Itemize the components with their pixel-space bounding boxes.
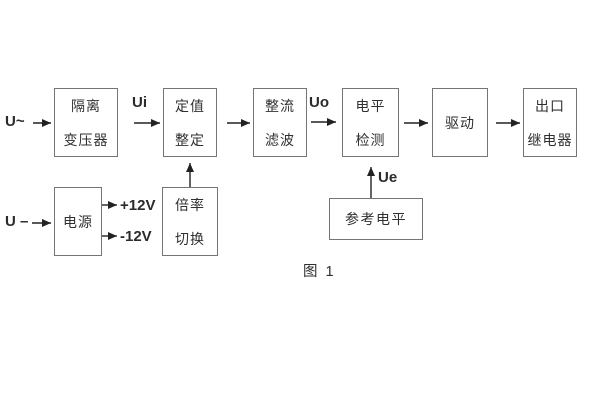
block-label: 定值	[175, 97, 205, 114]
block-label: 倍率	[175, 196, 205, 213]
block-label: 整定	[175, 131, 205, 148]
block-label: 整流	[265, 97, 295, 114]
block-label: 驱动	[445, 114, 475, 131]
label-signal-ui: Ui	[132, 94, 147, 111]
block-label: 参考电平	[345, 211, 407, 227]
label-signal-uo: Uo	[309, 94, 329, 111]
block-level-detection: 电平 检测	[342, 88, 399, 157]
block-label: 电平	[355, 97, 386, 114]
block-power-supply: 电源	[54, 187, 102, 256]
block-ratio-switch: 倍率 切换	[162, 187, 218, 256]
block-label: 切换	[175, 230, 205, 247]
figure-caption: 图 1	[303, 264, 336, 280]
block-label: 变压器	[63, 131, 109, 148]
block-rectifier-filter: 整流 滤波	[253, 88, 307, 157]
block-label: 滤波	[265, 131, 295, 148]
label-input-ac: U~	[5, 113, 25, 130]
block-driver: 驱动	[432, 88, 488, 157]
block-label: 隔离	[71, 97, 101, 114]
label-input-dc: U –	[5, 213, 29, 230]
block-label: 电源	[63, 213, 93, 230]
block-reference-level: 参考电平	[329, 198, 423, 240]
block-value-setting: 定值 整定	[163, 88, 217, 157]
block-output-relay: 出口 继电器	[523, 88, 577, 157]
block-label: 检测	[355, 131, 386, 148]
block-label: 出口	[535, 97, 565, 114]
label-minus-12v: -12V	[120, 228, 152, 245]
block-label: 继电器	[527, 131, 573, 148]
label-plus-12v: +12V	[120, 197, 156, 214]
label-signal-ue: Ue	[378, 169, 398, 186]
block-isolation-transformer: 隔离 变压器	[54, 88, 118, 157]
